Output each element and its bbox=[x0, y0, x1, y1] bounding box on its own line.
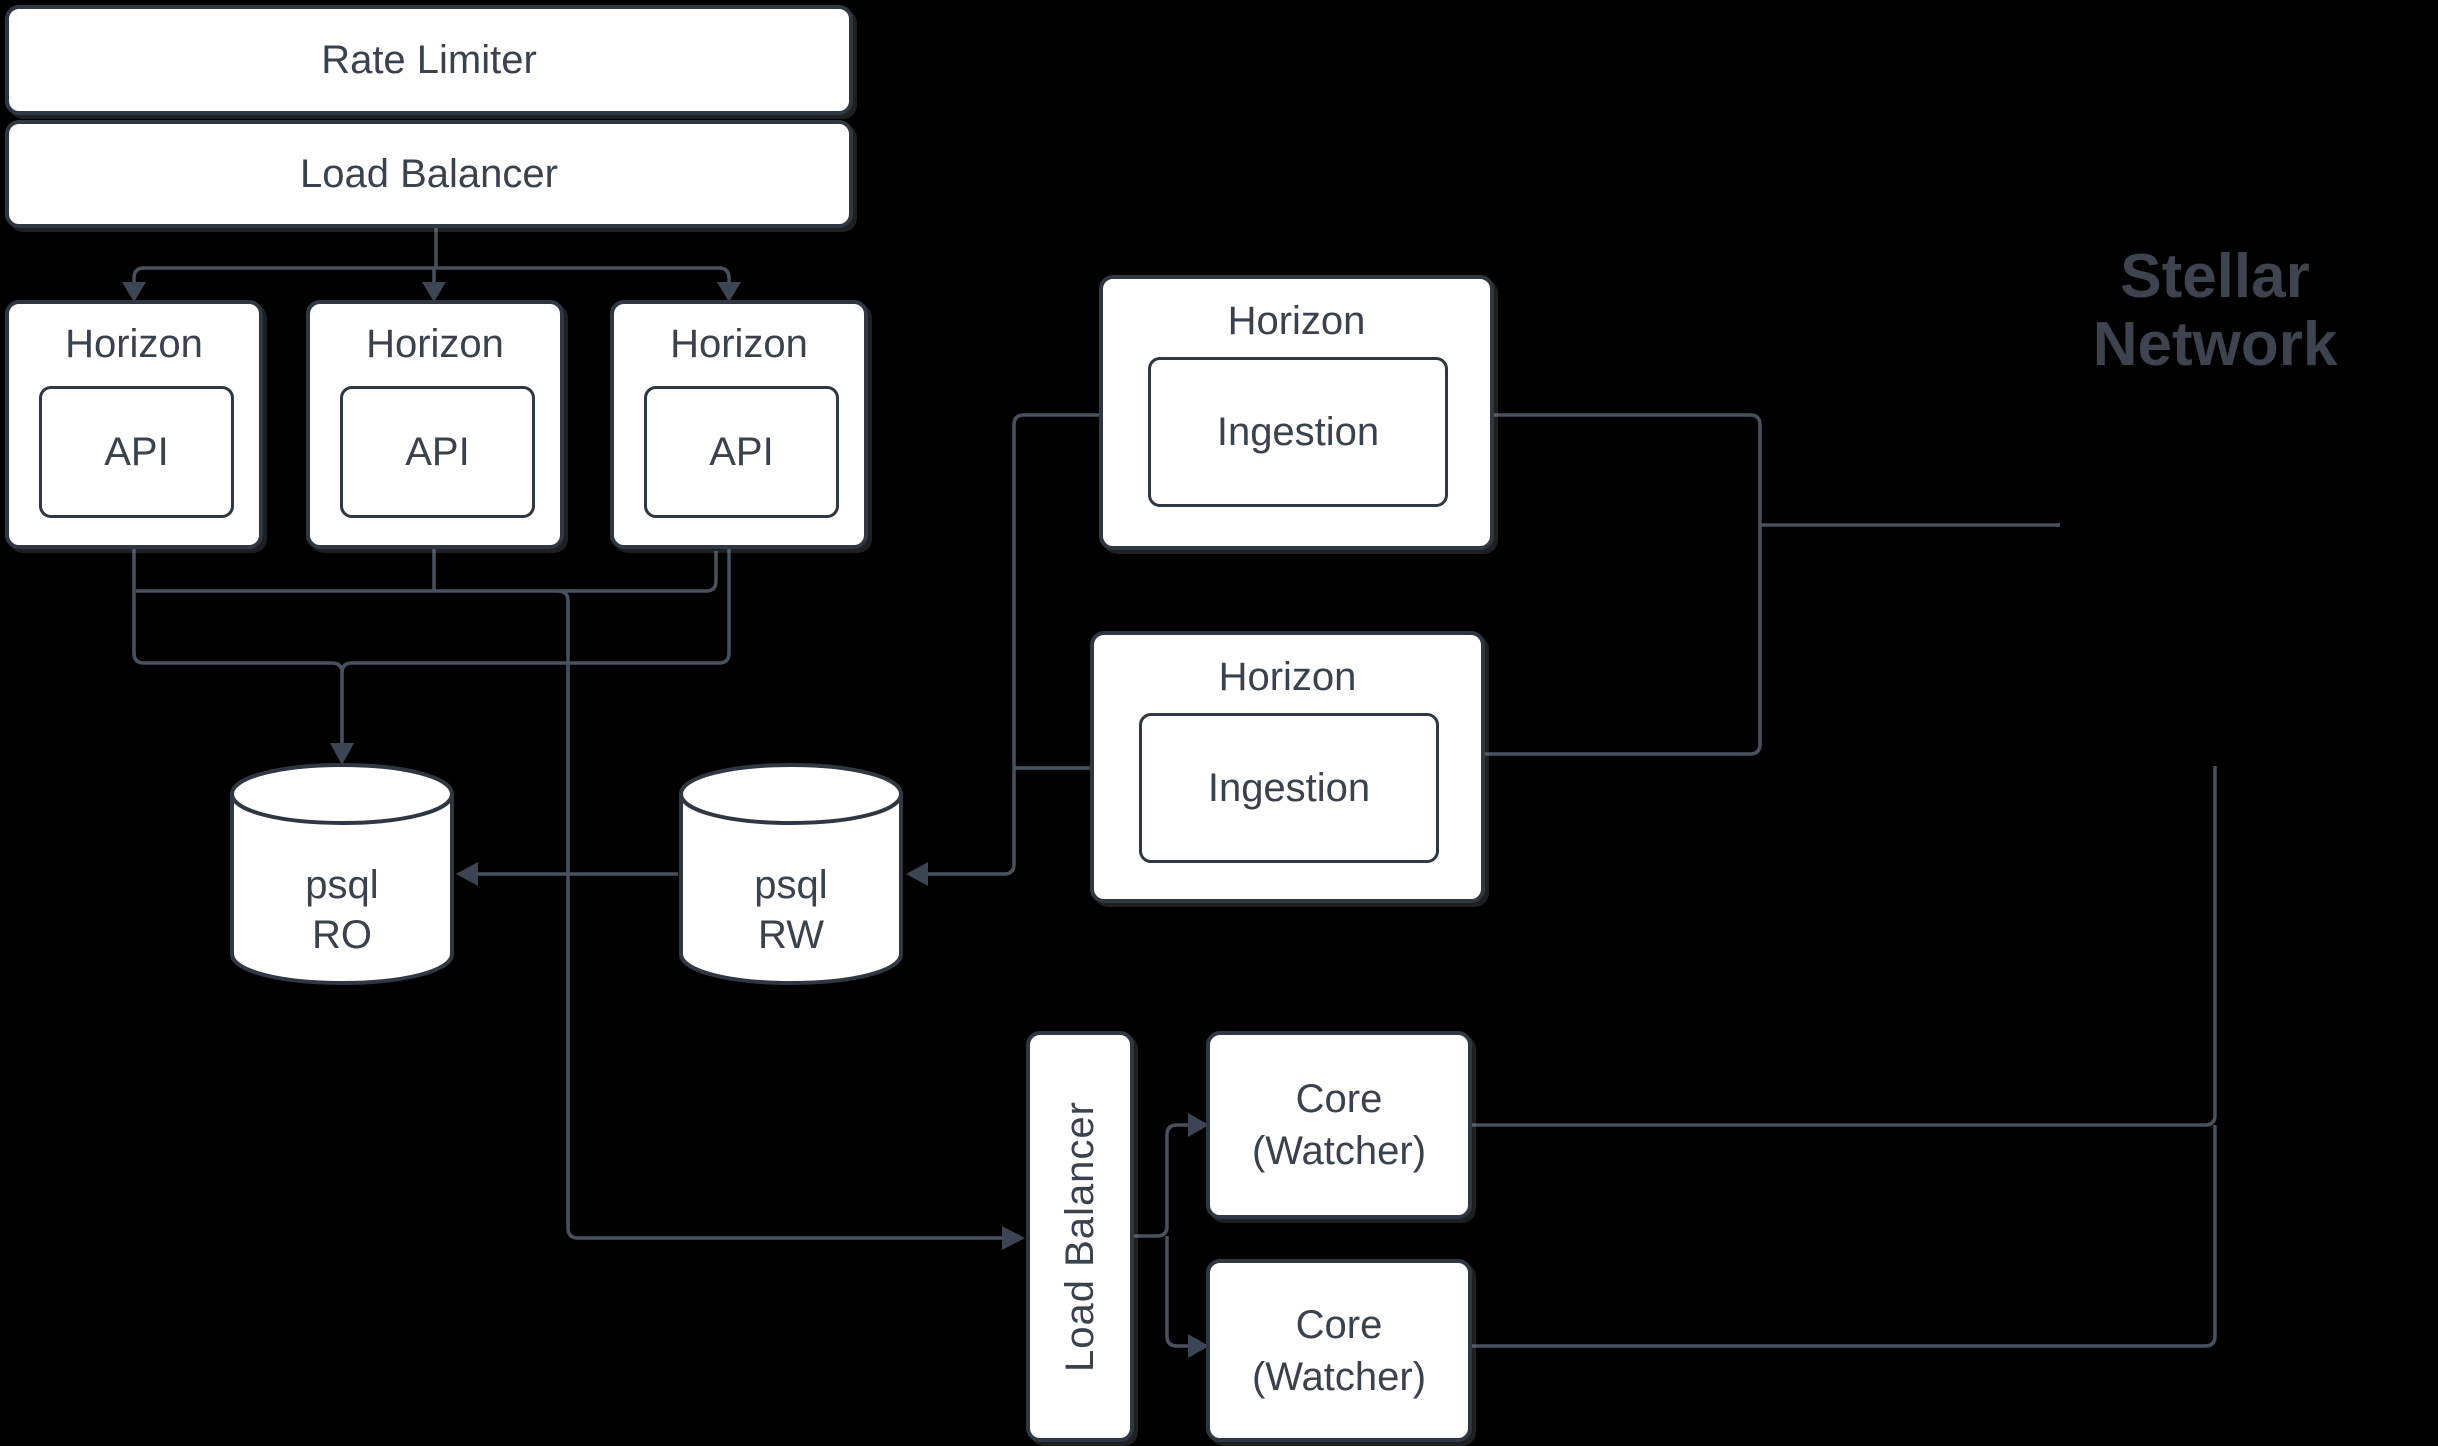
core-load-balancer-node: Load Balancer bbox=[1026, 1031, 1134, 1442]
edge-ingestions-to-rw bbox=[928, 413, 1099, 876]
cylinder-icon bbox=[230, 762, 454, 986]
horizon-title: Horizon bbox=[65, 322, 203, 366]
horizon-title: Horizon bbox=[1218, 655, 1357, 699]
ingestion-label: Ingestion bbox=[1216, 409, 1380, 454]
load-balancer-label: Load Balancer bbox=[300, 151, 558, 196]
stellar-network-label: Stellar Network bbox=[2092, 242, 2338, 380]
horizon-title: Horizon bbox=[1227, 299, 1366, 343]
horizon-title: Horizon bbox=[366, 322, 504, 366]
horizon-ingestion-node-2: Horizon Ingestion bbox=[1090, 631, 1485, 903]
edge-ingestion-right-loop bbox=[1485, 413, 2060, 756]
psql-ro-label: psql RO bbox=[305, 863, 379, 957]
arrowhead-right-icon bbox=[1188, 1113, 1209, 1137]
horizon-api-node-3: Horizon API bbox=[610, 300, 868, 549]
horizon-title: Horizon bbox=[670, 322, 808, 366]
edge-apis-to-psql-ro bbox=[132, 549, 731, 745]
edge-lb-to-horizons bbox=[132, 228, 731, 284]
api-label: API bbox=[405, 429, 470, 474]
arrowhead-down-icon bbox=[122, 282, 146, 302]
core-watcher-node-2: Core (Watcher) bbox=[1206, 1259, 1472, 1442]
cylinder-icon bbox=[679, 762, 903, 986]
arrowhead-right-icon bbox=[1002, 1226, 1025, 1250]
core-load-balancer-label: Load Balancer bbox=[1057, 1101, 1102, 1372]
rate-limiter-node: Rate Limiter bbox=[5, 5, 853, 115]
edge-core-lb-to-cores bbox=[1134, 1123, 1190, 1348]
arrowhead-left-icon bbox=[456, 862, 478, 886]
edge-cores-to-stellar bbox=[1472, 766, 2217, 1348]
arrowhead-left-icon bbox=[906, 862, 928, 886]
horizon-api-node-1: Horizon API bbox=[5, 300, 263, 549]
rate-limiter-label: Rate Limiter bbox=[321, 37, 537, 82]
psql-rw-database: psql RW bbox=[678, 762, 904, 986]
arrowhead-down-icon bbox=[717, 282, 741, 302]
arrowhead-right-icon bbox=[1188, 1334, 1209, 1358]
api-label: API bbox=[104, 429, 169, 474]
horizon-ingestion-node-1: Horizon Ingestion bbox=[1099, 275, 1494, 550]
core-watcher-label: Core (Watcher) bbox=[1251, 1077, 1427, 1173]
psql-ro-database: psql RO bbox=[229, 762, 455, 986]
core-watcher-node-1: Core (Watcher) bbox=[1206, 1031, 1472, 1219]
arrowhead-down-icon bbox=[422, 282, 446, 302]
edge-apis-to-core-lb bbox=[557, 589, 1002, 1240]
arrowhead-down-icon bbox=[330, 743, 354, 765]
horizon-api-node-2: Horizon API bbox=[306, 300, 564, 549]
api-label: API bbox=[709, 429, 774, 474]
load-balancer-node: Load Balancer bbox=[5, 120, 853, 228]
core-watcher-label: Core (Watcher) bbox=[1251, 1302, 1427, 1399]
psql-rw-label: psql RW bbox=[754, 863, 828, 957]
ingestion-label: Ingestion bbox=[1207, 765, 1371, 810]
